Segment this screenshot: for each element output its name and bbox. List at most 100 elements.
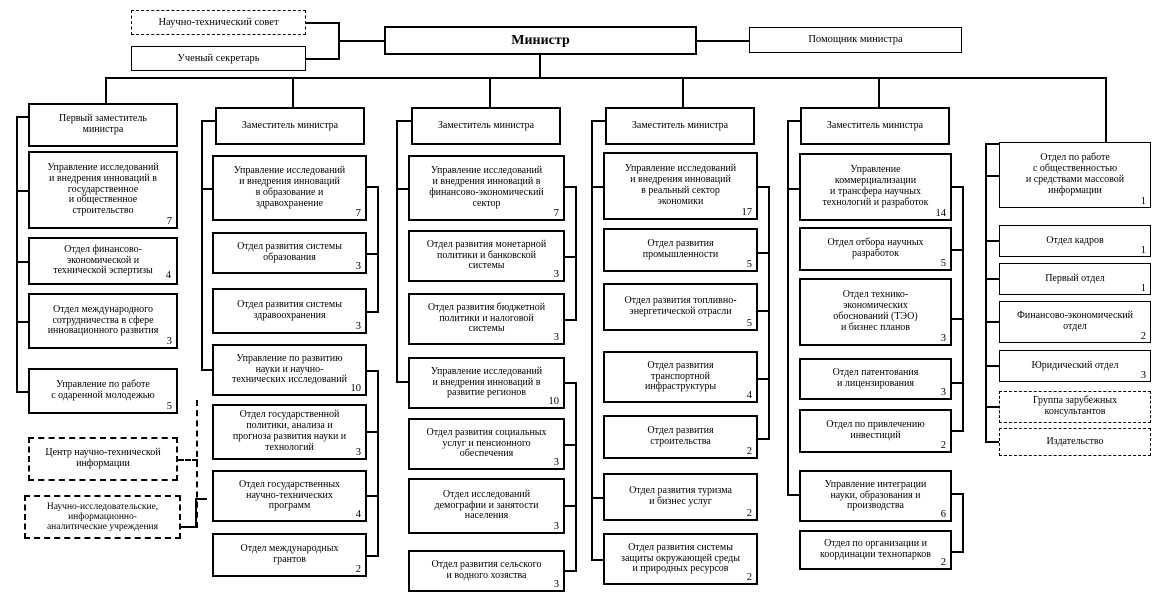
box-c2-item-3[interactable]: Управление по развитию науки и научно- т… [212,344,367,396]
c1-stub-1 [16,261,30,263]
box-c5-item-3[interactable]: Отдел патентования и лицензирования 3 [799,358,952,400]
staff-count: 10 [548,395,560,407]
box-first-deputy-minister[interactable]: Первый заместитель министра [28,103,178,147]
box-right-item-4[interactable]: Юридический отдел 3 [999,350,1151,382]
right-stub-6 [985,441,1001,443]
bus-drop-right-column [1105,77,1107,143]
box-label: Отдел государственных научно-технических… [238,478,341,512]
c5-right-stub-5 [951,493,964,495]
box-c1-item-5[interactable]: Научно-исследовательские, информационно-… [24,495,181,539]
box-c5-item-0[interactable]: Управление коммерциализации и трансфера … [799,153,952,221]
c3-right-stub-1 [564,256,577,258]
staff-count: 14 [935,207,947,219]
box-c4-item-5[interactable]: Отдел развития туризма и бизнес услуг 2 [603,473,758,521]
box-label: Первый заместитель министра [59,113,147,135]
box-c2-item-0[interactable]: Управление исследований и внедрения инно… [212,155,367,221]
box-minister-assistant[interactable]: Помощник министра [749,27,962,53]
box-label: Научно-технический совет [158,16,279,28]
box-c5-head[interactable]: Заместитель министра [800,107,950,145]
c2-right-stub-2 [366,311,379,313]
right-stub-2 [985,278,1001,280]
box-label: Финансово-экономический отдел [1016,310,1133,332]
staff-count: 2 [746,571,752,583]
box-c4-item-0[interactable]: Управление исследований и внедрения инно… [603,152,758,220]
box-label: Отдел развития строительства [647,425,714,447]
box-label: Заместитель министра [826,119,924,131]
box-c4-item-3[interactable]: Отдел развития транспортной инфраструкту… [603,351,758,403]
box-right-item-0[interactable]: Отдел по работе с общественностью и сред… [999,142,1151,208]
bus-drop-col-3 [489,77,491,107]
box-label: Отдел развития сельского и водного хозяс… [431,559,542,581]
c5-right-stub-4 [951,430,964,432]
box-c4-item-4[interactable]: Отдел развития строительства 2 [603,415,758,459]
box-label: Отдел развития топливно- энергетической … [624,295,737,317]
box-c4-item-6[interactable]: Отдел развития системы защиты окружающей… [603,533,758,585]
connector-minister-to-assistant [695,40,751,42]
box-label: Отдел по работе с общественностью и сред… [1025,152,1125,196]
box-c4-item-2[interactable]: Отдел развития топливно- энергетической … [603,283,758,331]
box-right-item-3[interactable]: Финансово-экономический отдел 2 [999,301,1151,343]
c4-stub-5 [591,497,604,499]
box-c5-item-2[interactable]: Отдел технико- экономических обоснований… [799,278,952,346]
box-scientific-technical-council[interactable]: Научно-технический совет [131,10,306,35]
staff-count: 7 [355,207,361,219]
c3-right-stub-4 [564,444,577,446]
box-c5-item-4[interactable]: Отдел по привлечению инвестиций 2 [799,409,952,453]
c4-right-stub-2 [757,310,770,312]
box-c1-item-3[interactable]: Управление по работе с одаренной молодеж… [28,368,178,414]
connector-secretary-to-bracket [306,58,340,60]
box-c4-item-1[interactable]: Отдел развития промышленности 5 [603,228,758,272]
box-label: Отдел государственной политики, анализа … [232,409,347,453]
box-c3-item-5[interactable]: Отдел исследований демографии и занятост… [408,478,565,534]
box-label: Отдел международных грантов [240,543,339,565]
box-c2-item-1[interactable]: Отдел развития системы образования 3 [212,232,367,274]
box-right-item-6[interactable]: Издательство [999,428,1151,456]
staff-count: 2 [355,563,361,575]
box-label: Управление по работе с одаренной молодеж… [51,379,155,401]
box-right-item-5[interactable]: Группа зарубежных консультантов [999,391,1151,423]
c1-rail-institutions-top [195,498,207,500]
box-label: Ученый секретарь [177,52,260,64]
box-c2-head[interactable]: Заместитель министра [215,107,365,145]
box-c3-item-0[interactable]: Управление исследований и внедрения инно… [408,155,565,221]
box-c3-item-3[interactable]: Управление исследований и внедрения инно… [408,357,565,409]
box-label: Отдел отбора научных разработок [827,237,924,259]
box-c3-item-2[interactable]: Отдел развития бюджетной политики и нало… [408,293,565,345]
box-c1-item-0[interactable]: Управление исследований и внедрения инно… [28,151,178,229]
box-c2-item-5[interactable]: Отдел государственных научно-технических… [212,470,367,522]
c1-stub-2 [16,321,30,323]
box-c5-item-1[interactable]: Отдел отбора научных разработок 5 [799,227,952,271]
box-c1-item-4[interactable]: Центр научно-технической информации [28,437,178,481]
box-c2-item-4[interactable]: Отдел государственной политики, анализа … [212,404,367,460]
box-c1-item-1[interactable]: Отдел финансово- экономической и техниче… [28,237,178,285]
box-label: Управление по развитию науки и научно- т… [232,352,347,386]
box-c4-head[interactable]: Заместитель министра [605,107,755,145]
box-c5-item-6[interactable]: Отдел по организации и координации техно… [799,530,952,570]
box-label: Отдел развития социальных услуг и пенсио… [426,426,547,460]
box-c1-item-2[interactable]: Отдел международного сотрудничества в сф… [28,293,178,349]
box-label: Управление исследований и внедрения инно… [430,365,543,399]
box-right-item-2[interactable]: Первый отдел 1 [999,263,1151,295]
staff-count: 7 [166,215,172,227]
staff-count: 3 [940,332,946,344]
staff-count: 2 [1140,330,1146,342]
box-label: Министр [511,32,570,48]
box-c3-item-6[interactable]: Отдел развития сельского и водного хозяс… [408,550,565,592]
box-c2-item-2[interactable]: Отдел развития системы здравоохранения 3 [212,288,367,334]
box-scientific-secretary[interactable]: Ученый секретарь [131,46,306,71]
box-label: Заместитель министра [241,119,339,131]
right-stub-1 [985,240,1001,242]
box-minister[interactable]: Министр [384,26,697,55]
staff-count: 6 [940,508,946,520]
box-c2-item-6[interactable]: Отдел международных грантов 2 [212,533,367,577]
box-right-item-1[interactable]: Отдел кадров 1 [999,225,1151,257]
c5-stub-0 [787,188,802,190]
box-c3-item-1[interactable]: Отдел развития монетарной политики и бан… [408,230,565,282]
c3-stub-0 [396,188,409,190]
c3-right-stub-5 [564,505,577,507]
box-c5-item-5[interactable]: Управление интеграции науки, образования… [799,470,952,522]
box-c3-item-4[interactable]: Отдел развития социальных услуг и пенсио… [408,418,565,470]
c2-stub-head [201,120,217,122]
box-c3-head[interactable]: Заместитель министра [411,107,561,145]
connector-bracket-to-minister [338,40,386,42]
